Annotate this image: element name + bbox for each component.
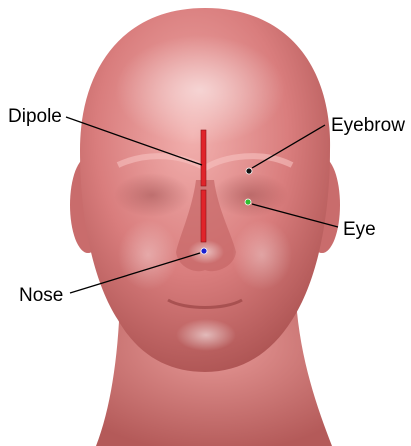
eye-marker <box>245 199 251 205</box>
dipole-bar-lower <box>201 190 206 242</box>
right-cheek <box>232 220 292 290</box>
eyebrow-marker <box>246 168 252 174</box>
forehead-highlight <box>115 35 285 145</box>
eye-label: Eye <box>343 219 376 240</box>
left-eye-socket <box>114 173 190 217</box>
dipole-bar-upper <box>201 130 206 186</box>
chin-highlight <box>176 319 236 351</box>
eyebrow-label: Eyebrow <box>331 115 405 136</box>
dipole-label: Dipole <box>8 106 62 127</box>
left-cheek <box>118 220 178 290</box>
nose-marker <box>201 248 207 254</box>
nose-label: Nose <box>19 285 63 306</box>
